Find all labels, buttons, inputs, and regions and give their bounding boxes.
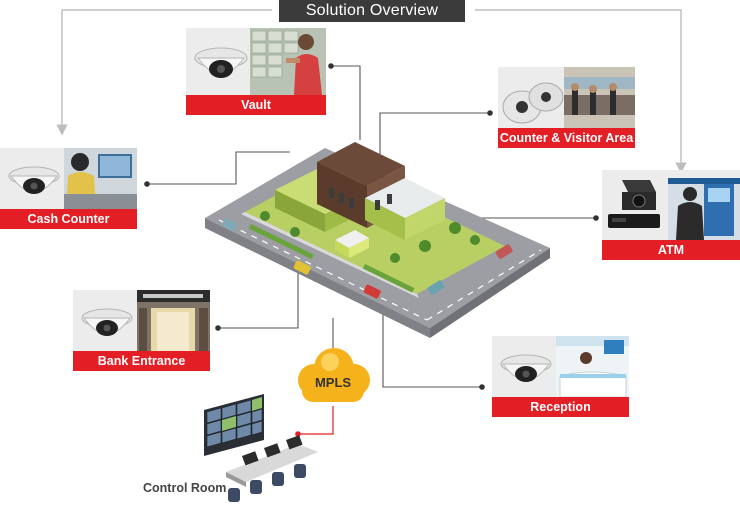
mpls-label: MPLS [314,375,352,390]
reception-photo [556,336,629,397]
page-title: Solution Overview [279,0,465,22]
atm-label: ATM [602,240,740,260]
bank-entrance-photo [137,290,210,351]
counter-photo [564,67,635,128]
dome-camera-icon [500,354,552,382]
reception-label: Reception [492,397,629,417]
cash-counter-photo [64,148,137,209]
counter-visitor-card: Counter & Visitor Area [498,67,635,148]
atm-card: ATM [602,170,740,260]
reception-card: Reception [492,336,629,417]
vault-label: Vault [186,95,326,115]
counter-visitor-label: Counter & Visitor Area [498,128,635,148]
dome-camera-icon [502,82,564,124]
pinhole-camera-icon [608,180,660,228]
line-cash [147,151,290,185]
cash-counter-label: Cash Counter [0,209,137,229]
overview-arrow-left [56,9,272,136]
dome-camera-icon [194,47,248,78]
monitor-wall-icon [204,394,318,502]
control-room-label: Control Room [143,481,227,495]
bank-entrance-label: Bank Entrance [73,351,210,371]
dome-camera-icon [81,308,133,336]
line-mpls-control [298,406,334,435]
dome-camera-icon [8,166,60,194]
bank-entrance-card: Bank Entrance [73,290,210,371]
cash-counter-card: Cash Counter [0,148,137,229]
building-icon [205,142,550,338]
line-counter [379,112,490,158]
overview-arrow-right [475,9,687,174]
vault-card: Vault [186,28,326,115]
line-vault [331,65,361,140]
atm-photo [668,178,740,240]
vault-photo [250,28,326,95]
cloud-icon [298,348,370,402]
